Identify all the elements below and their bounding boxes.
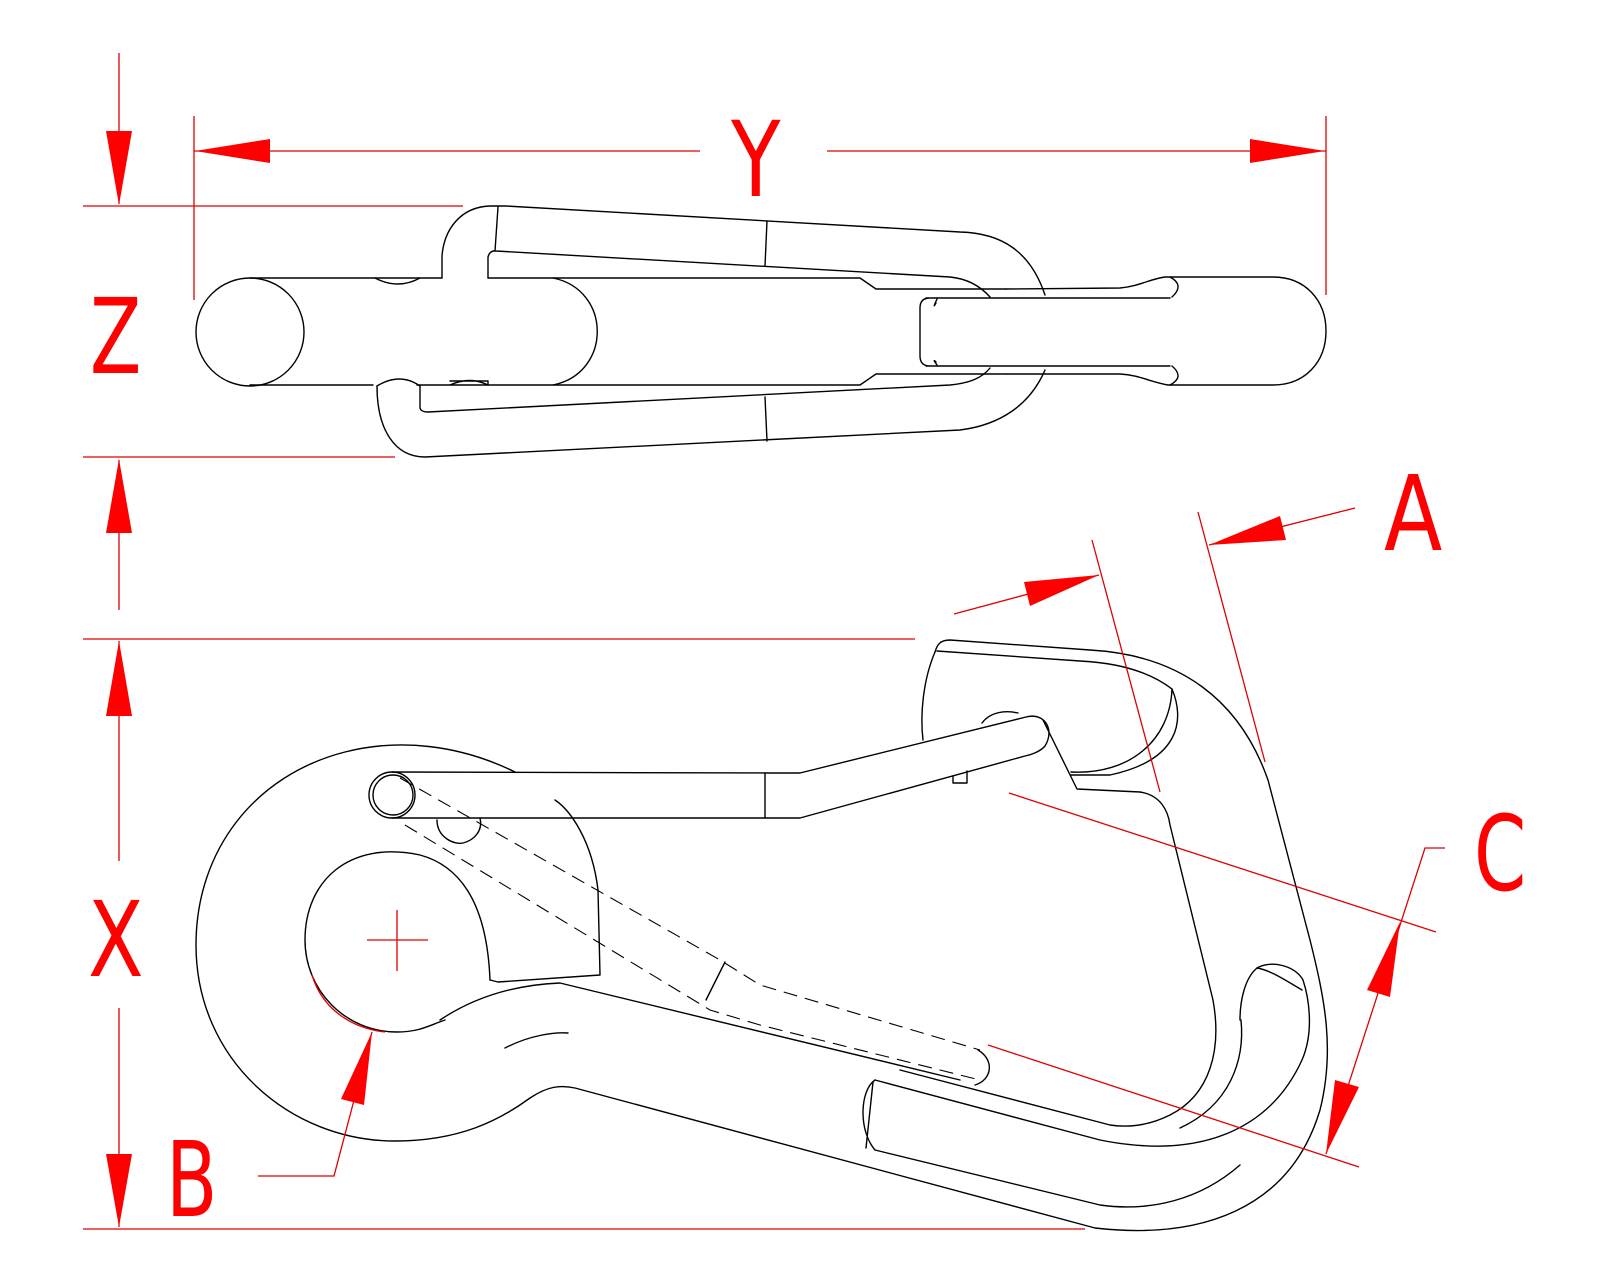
x-arrowhead-bottom-icon [106,1154,132,1227]
top-gate-lower [376,369,1046,458]
side-body-lower-edge [439,982,961,1081]
side-spring-hidden-upper [399,777,981,1051]
x-arrowhead-top-icon [106,641,132,716]
top-nose-end [1005,276,1327,386]
top-gate-lower-cap [376,378,421,387]
top-pin-head [374,277,421,285]
dimension-Y [193,116,1327,300]
side-gate-tab [952,770,968,784]
side-nose-groove [1070,688,1173,773]
y-arrowhead-right-icon [1250,139,1325,163]
side-spring-hidden-lower [404,824,981,1081]
top-gate-joint [494,206,499,252]
label-Y: Y [731,99,781,221]
side-hook-tail [862,1079,1241,1208]
label-X: X [88,879,144,1001]
dimension-X [83,638,1085,1230]
top-loop-fillet [933,298,938,366]
a-arrowhead-right-icon [1209,516,1286,545]
side-nose-notch [899,719,1217,1127]
side-hook-tail-end [865,1081,874,1149]
label-Z: Z [90,276,142,398]
b-leader [258,1031,373,1177]
top-gate-upper [441,205,1046,296]
eye-radius-highlight [311,974,386,1033]
side-nose-left [921,651,936,741]
a-arrowhead-left-icon [1024,575,1099,606]
dimension-C [987,792,1445,1168]
z-arrowhead-top-icon [106,131,132,205]
label-C: C [1474,793,1527,915]
top-pin-tail [449,379,489,386]
top-gate-seam [764,220,768,267]
side-pin-ring-outer [368,771,416,819]
top-view [195,205,1327,458]
c-arrowhead-top-icon [1367,922,1400,997]
c-arrowhead-bottom-icon [1326,1080,1359,1154]
side-eye-cutaway [489,799,601,983]
top-body-round [552,277,598,386]
y-arrowhead-left-icon [195,139,270,163]
side-gate-tip-cap [981,711,1019,724]
c-extension-lower [987,1044,1360,1168]
side-pin-ring-inner [372,774,414,816]
label-A: A [1384,453,1443,575]
a-extension-outer [1197,511,1266,763]
c-extension-upper [1008,792,1437,933]
side-view [195,639,1329,1232]
side-body-outer [195,639,1329,1232]
side-eye-hole [304,851,491,1033]
label-B: B [166,1119,218,1241]
side-nose-inner [936,650,1179,776]
dimension-A [953,507,1356,793]
side-gate [391,715,1050,819]
top-nose-groove [1169,276,1179,386]
top-gate-lower-seam [764,396,768,442]
a-extension-inner [1091,539,1161,793]
top-loop [919,297,1171,367]
side-hook-inner-curve [1179,1019,1243,1129]
z-arrowhead-bottom-icon [106,459,132,533]
top-gate-lower-inner [419,367,991,413]
side-body-crease [504,1032,569,1049]
side-spring-seam [705,961,726,1001]
side-hook-lip [1256,967,1303,991]
side-hook-return [874,963,1311,1147]
top-body-outline [249,277,1007,386]
b-arrowhead-icon [341,1032,372,1105]
c-dim-line [1325,847,1445,1155]
dimension-Z [83,53,463,610]
top-gate-upper-inner [487,250,991,298]
dimension-B [258,1031,373,1177]
side-rivet [436,817,482,845]
side-spring-end [974,1049,990,1086]
top-eye-end-circle [195,277,305,387]
